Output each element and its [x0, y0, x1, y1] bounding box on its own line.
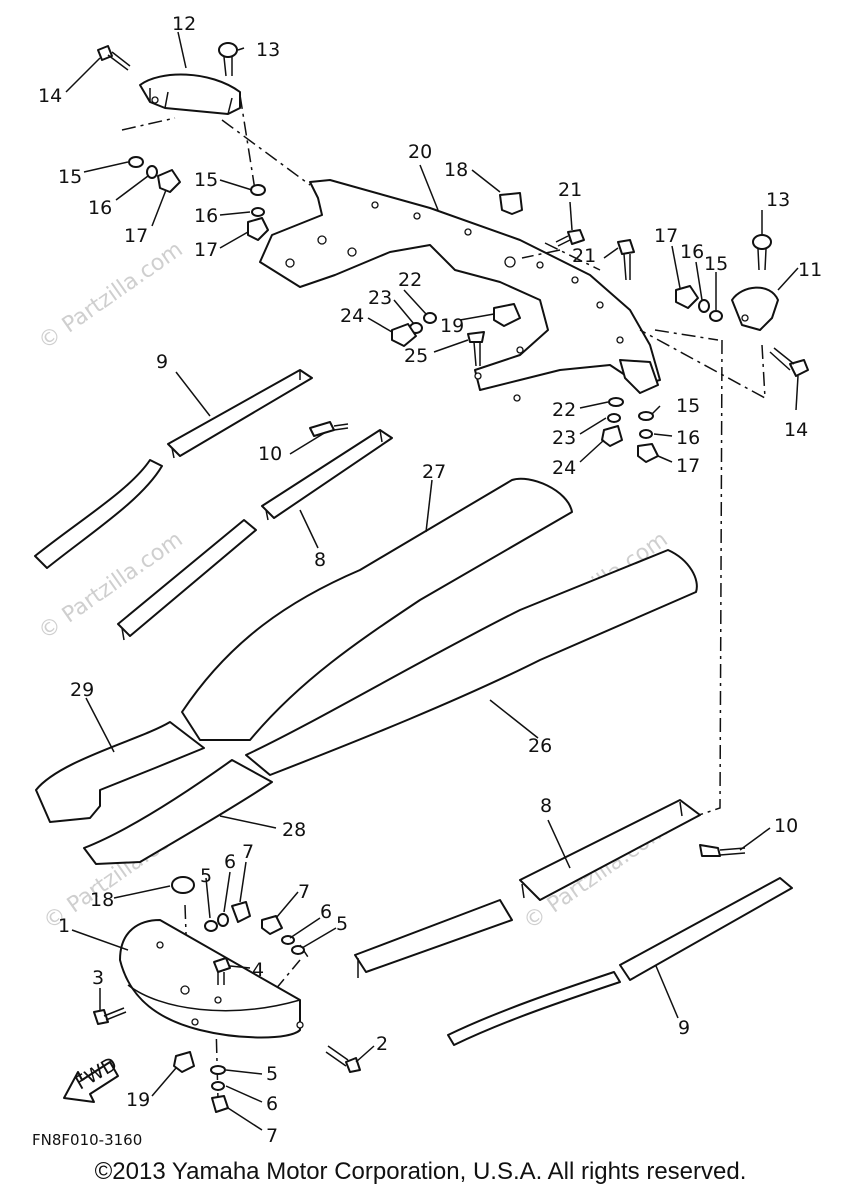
callout-13: 13: [766, 189, 790, 211]
copyright-notice: ©2013 Yamaha Motor Corporation, U.S.A. A…: [94, 1158, 747, 1185]
callout-3: 3: [92, 967, 104, 989]
bumper-hardware: [93, 876, 361, 1113]
callout-17: 17: [194, 239, 218, 261]
callout-17: 17: [654, 225, 678, 247]
callout-6: 6: [320, 901, 332, 923]
rails-left: [34, 369, 393, 641]
callout-5: 5: [200, 865, 212, 887]
bolt-14-top: [97, 45, 131, 71]
callout-5: 5: [266, 1063, 278, 1085]
callout-17: 17: [124, 225, 148, 247]
callout-19: 19: [126, 1089, 150, 1111]
bracket-11: [731, 286, 779, 331]
plate-20: [259, 179, 661, 402]
callout-7: 7: [266, 1125, 278, 1147]
callout-16: 16: [88, 197, 112, 219]
callout-18: 18: [444, 159, 468, 181]
watermark-text: © Partzilla.com: [34, 237, 187, 355]
callout-16: 16: [194, 205, 218, 227]
callout-16: 16: [680, 241, 704, 263]
callout-18: 18: [90, 889, 114, 911]
callout-7: 7: [298, 881, 310, 903]
callout-15: 15: [194, 169, 218, 191]
callout-24: 24: [552, 457, 576, 479]
callout-13: 13: [256, 39, 280, 61]
callout-22: 22: [398, 269, 422, 291]
callout-29: 29: [70, 679, 94, 701]
callout-12: 12: [172, 13, 196, 35]
mats: [35, 477, 698, 865]
callout-24: 24: [340, 305, 364, 327]
callout-23: 23: [552, 427, 576, 449]
hardware: [128, 156, 809, 463]
callout-8: 8: [314, 549, 326, 571]
callout-10: 10: [774, 815, 798, 837]
bumper-1: [119, 919, 304, 1039]
callout-6: 6: [224, 851, 236, 873]
callout-10: 10: [258, 443, 282, 465]
callout-26: 26: [528, 735, 552, 757]
callout-25: 25: [404, 345, 428, 367]
callout-20: 20: [408, 141, 432, 163]
callout-11: 11: [798, 259, 822, 281]
bolt-13-top: [218, 42, 238, 77]
rails-right: [354, 799, 793, 1046]
bracket-12: [139, 73, 241, 115]
callout-15: 15: [676, 395, 700, 417]
callout-27: 27: [422, 461, 446, 483]
callout-21: 21: [572, 245, 596, 267]
callout-7: 7: [242, 841, 254, 863]
callout-15: 15: [58, 166, 82, 188]
callout-16: 16: [676, 427, 700, 449]
callout-14: 14: [38, 85, 62, 107]
leaders: [65, 31, 799, 1131]
callout-19: 19: [440, 315, 464, 337]
callout-2: 2: [376, 1033, 388, 1055]
callout-6: 6: [266, 1093, 278, 1115]
callout-22: 22: [552, 399, 576, 421]
callout-23: 23: [368, 287, 392, 309]
callout-8: 8: [540, 795, 552, 817]
callout-4: 4: [252, 959, 264, 981]
callout-9: 9: [678, 1017, 690, 1039]
callout-numbers: 12 13 14 15 16 17 15 16 17 20 18 21 21 1…: [38, 13, 822, 1147]
fwd-arrow: FWD: [63, 1053, 121, 1103]
callout-14: 14: [784, 419, 808, 441]
callout-9: 9: [156, 351, 168, 373]
callout-28: 28: [282, 819, 306, 841]
callout-1: 1: [58, 915, 70, 937]
callout-5: 5: [336, 913, 348, 935]
callout-15: 15: [704, 253, 728, 275]
callout-21: 21: [558, 179, 582, 201]
diagram-code: FN8F010-3160: [32, 1131, 142, 1149]
callout-17: 17: [676, 455, 700, 477]
